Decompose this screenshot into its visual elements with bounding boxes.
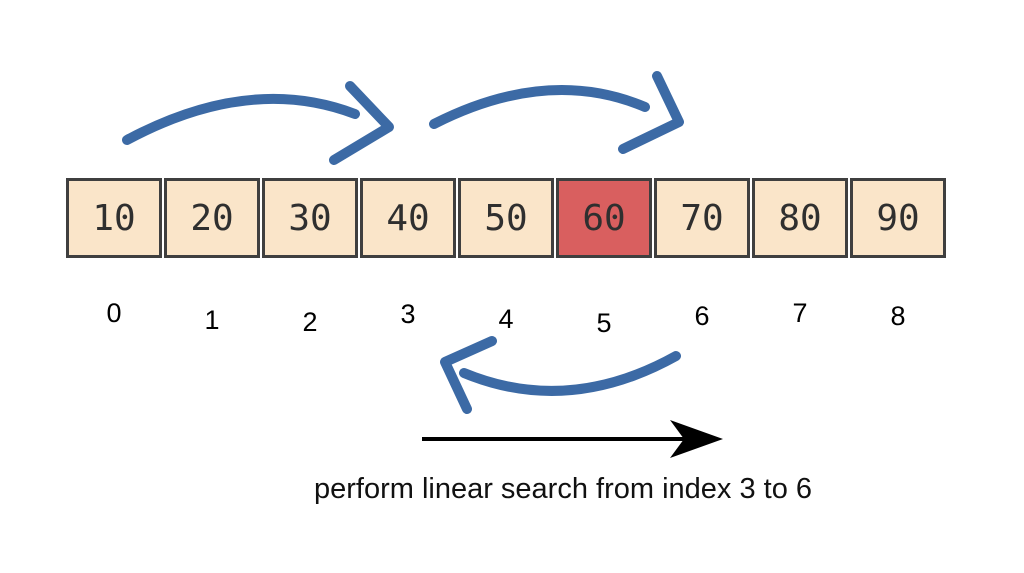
array-cell: 20 <box>164 178 260 258</box>
array-cell: 90 <box>850 178 946 258</box>
index-label: 1 <box>204 305 220 335</box>
index-label: 7 <box>792 298 808 328</box>
array-cell: 40 <box>360 178 456 258</box>
array-cell: 30 <box>262 178 358 258</box>
jump-arrow-2-icon <box>429 71 684 154</box>
array-cell: 10 <box>66 178 162 258</box>
cell-value: 90 <box>876 197 920 239</box>
cell-value: 10 <box>92 197 136 239</box>
caption: perform linear search from index 3 to 6 <box>313 473 813 505</box>
array: 10 20 30 40 50 60 70 80 90 <box>66 178 946 258</box>
index-row: 0 1 2 3 4 5 6 7 8 <box>66 298 946 338</box>
cell-value: 40 <box>386 197 430 239</box>
cell-value: 70 <box>680 197 724 239</box>
array-cell: 50 <box>458 178 554 258</box>
array-cell: 80 <box>752 178 848 258</box>
array-cell-highlighted: 60 <box>556 178 652 258</box>
jump-arrow-1-icon <box>122 81 394 165</box>
index-label: 3 <box>400 299 416 329</box>
array-cell: 70 <box>654 178 750 258</box>
index-label: 6 <box>694 301 710 331</box>
direction-arrow-icon <box>422 420 723 458</box>
cell-value: 80 <box>778 197 822 239</box>
index-label: 4 <box>498 304 514 334</box>
cell-value: 60 <box>582 197 626 239</box>
cell-value: 20 <box>190 197 234 239</box>
index-label: 0 <box>106 298 122 328</box>
cell-value: 30 <box>288 197 332 239</box>
back-arrow-icon <box>440 336 681 414</box>
index-label: 8 <box>890 301 906 331</box>
index-label: 2 <box>302 307 318 337</box>
cell-value: 50 <box>484 197 528 239</box>
index-label: 5 <box>596 308 612 338</box>
